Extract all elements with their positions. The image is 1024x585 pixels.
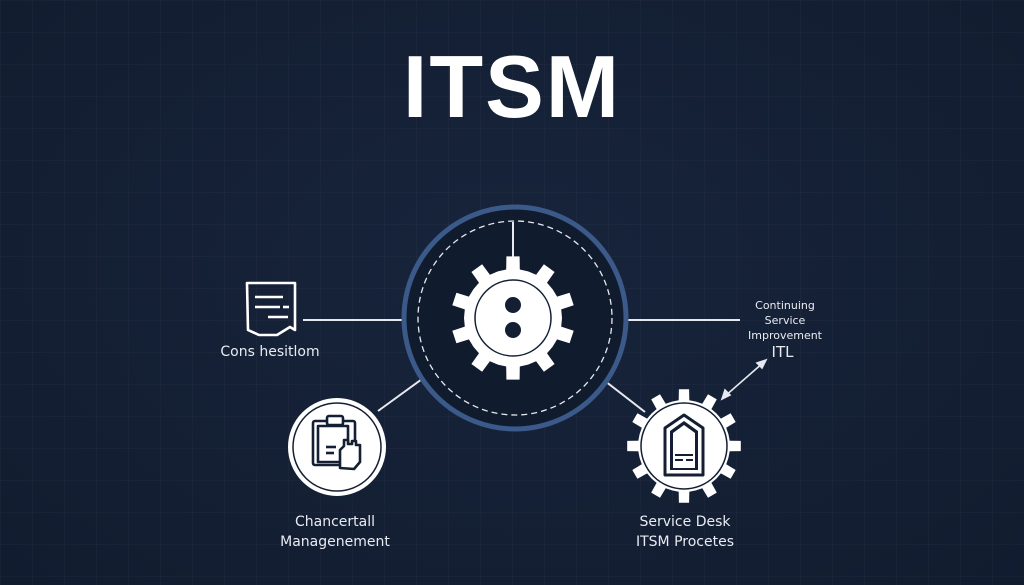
page-title: ITSM <box>402 37 622 136</box>
label-line: Service <box>764 314 806 327</box>
central-dashed-ring <box>417 220 613 416</box>
central-gear-icon <box>452 256 574 380</box>
service-desk-gear-icon <box>627 389 741 503</box>
node-label-bottom-right: Service Desk ITSM Procetes <box>605 512 765 552</box>
clipboard-hand-icon <box>288 398 386 496</box>
label-line: ITSM Procetes <box>635 534 734 550</box>
label-line: Managenement <box>280 534 390 550</box>
label-line: Chancertall <box>294 514 375 530</box>
node-label-left: Cons hesitlom <box>220 344 320 360</box>
node-sublabel-right: ITL <box>771 343 794 361</box>
double-arrow-icon <box>720 358 768 401</box>
node-label-right: Continuing Service Improvement <box>735 298 835 343</box>
label-line: Improvement <box>748 329 822 342</box>
node-label-bottom-left: Chancertall Managenement <box>260 512 410 552</box>
label-line: Service Desk <box>639 514 731 530</box>
label-line: Continuing <box>755 299 815 312</box>
chat-document-icon <box>245 281 297 337</box>
